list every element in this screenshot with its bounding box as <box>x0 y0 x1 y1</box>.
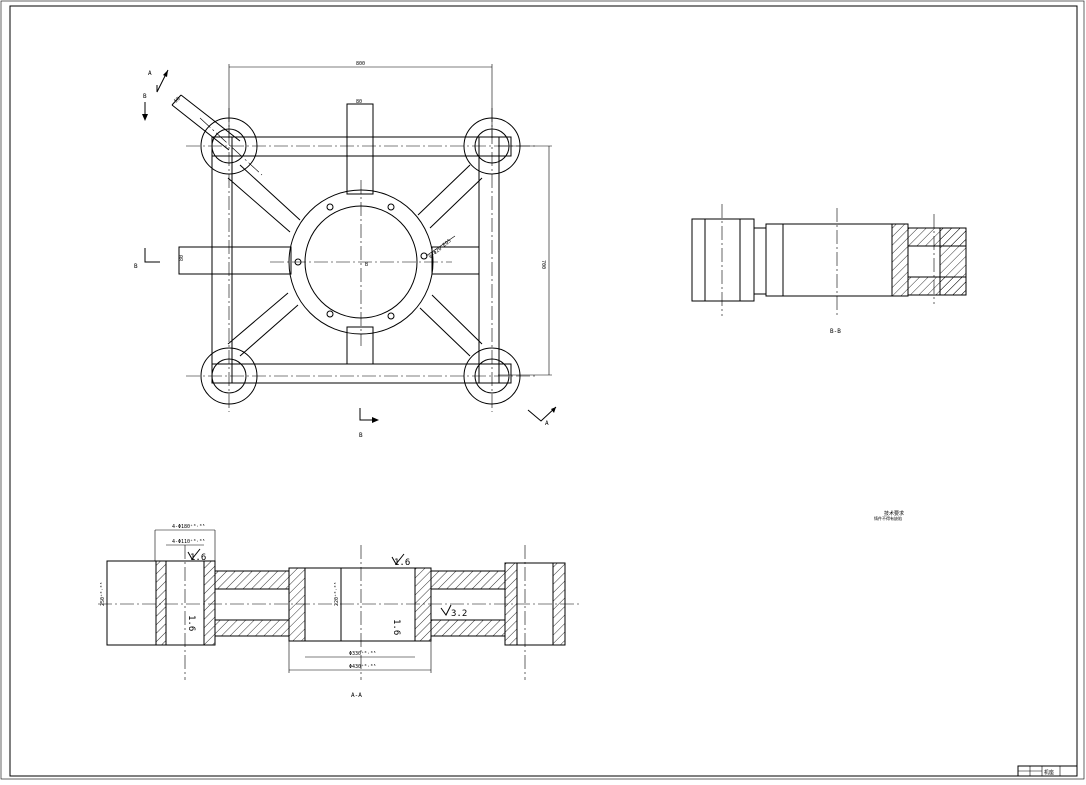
svg-text:A: A <box>545 420 549 427</box>
svg-text:1.6: 1.6 <box>186 615 196 631</box>
roughness-symbol: 3.2 <box>440 604 467 619</box>
svg-text:B: B <box>134 263 138 270</box>
technical-notes: 技术要求 铸件不得有缺陷 <box>874 510 904 521</box>
center-mark: B <box>365 262 368 268</box>
section-bb-view: B-B <box>691 204 967 335</box>
view-title-bb: B-B <box>830 328 841 335</box>
cut-marker-b-left: B <box>134 248 160 270</box>
dim-outer-dia: Φ430⁺⁰·⁰⁵ <box>349 664 376 670</box>
dim-bore-small: 4-Φ110⁺⁰·⁰⁵ <box>172 539 205 545</box>
title-block-label: 机座 <box>1044 769 1054 776</box>
dim-width: 800 <box>356 61 365 67</box>
dim-arm: 50 <box>173 96 181 104</box>
section-aa-view: 4-Φ180⁺⁰·⁰⁵ 4-Φ110⁺⁰·⁰⁵ Φ330⁺⁰·⁰⁵ Φ430⁺⁰… <box>98 524 580 699</box>
dim-bore-big: 4-Φ180⁺⁰·⁰⁵ <box>172 524 205 530</box>
cut-marker-b-bottom: B <box>359 408 379 439</box>
roughness-symbol: 1.6 <box>186 615 196 631</box>
dim-height-mid: 220⁺⁰·⁰⁵ <box>334 582 340 606</box>
svg-text:1.6: 1.6 <box>190 553 206 563</box>
dim-side: 80 <box>179 255 185 261</box>
view-title-aa: A-A <box>351 692 362 699</box>
title-block: 机座 <box>1017 765 1078 777</box>
dim-height: 700 <box>540 260 546 269</box>
svg-text:3.2: 3.2 <box>451 609 467 619</box>
dim-inner-dia: Φ330⁺⁰·⁰⁵ <box>349 651 376 657</box>
roughness-symbol: 1.6 <box>187 548 206 563</box>
notes-line: 铸件不得有缺陷 <box>874 515 902 521</box>
cut-marker-a-top: A <box>148 69 169 93</box>
roughness-symbol: 1.6 <box>391 619 401 635</box>
cut-marker-b-top: B <box>142 93 148 121</box>
svg-text:1.6: 1.6 <box>391 619 401 635</box>
plan-view: 800 700 80 80 50 <box>134 61 557 439</box>
roughness-symbol: 1.6 <box>391 553 410 568</box>
inner-frame <box>9 5 1078 777</box>
svg-text:B: B <box>359 432 363 439</box>
cut-marker-a-bottom: A <box>527 406 557 427</box>
svg-text:A: A <box>148 70 152 77</box>
notes-title: 技术要求 <box>884 510 904 517</box>
svg-text:B: B <box>143 93 147 100</box>
svg-text:1.6: 1.6 <box>394 558 410 568</box>
dim-rib: 80 <box>356 99 362 105</box>
dim-height-left: 250⁺⁰·⁰⁵ <box>100 582 106 606</box>
